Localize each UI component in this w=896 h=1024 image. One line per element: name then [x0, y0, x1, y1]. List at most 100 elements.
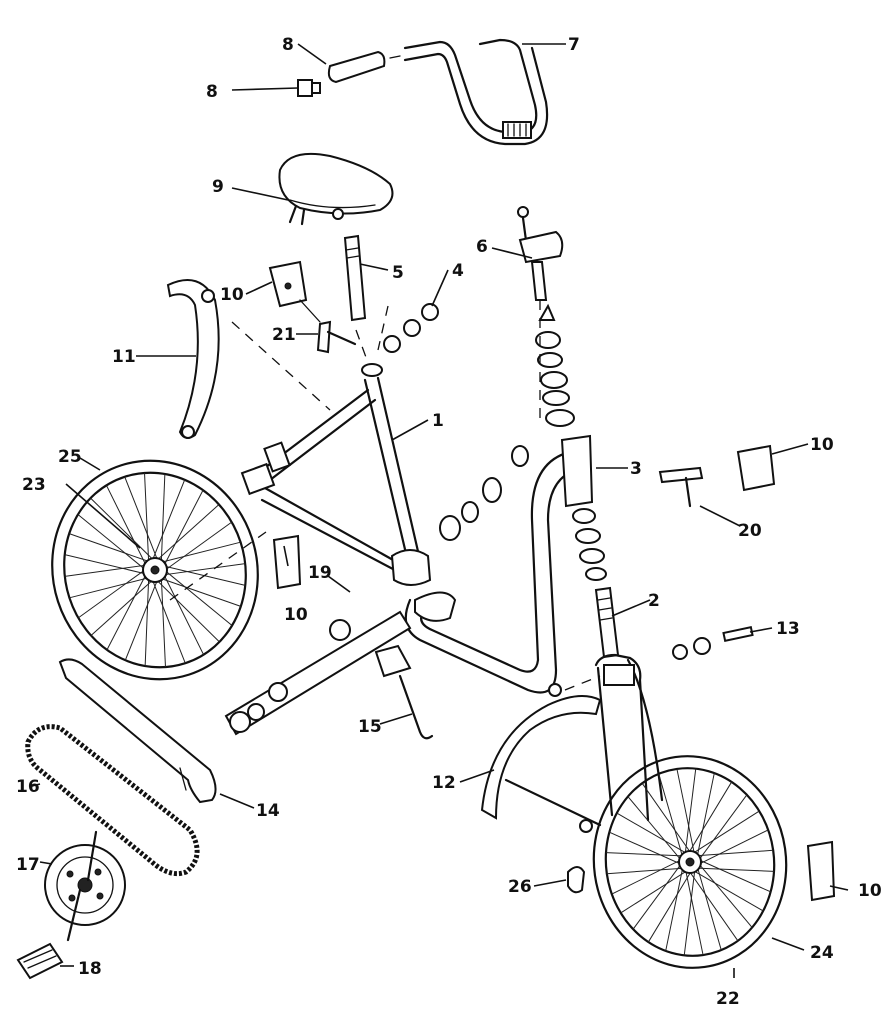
head-tube [560, 434, 594, 508]
wheel-spoke [611, 856, 687, 895]
wheel-spoke [157, 564, 233, 626]
wheel-spoke [647, 863, 697, 943]
callout-20: 20 [738, 521, 762, 541]
chain-guard [58, 658, 217, 804]
wheel-spoke [144, 472, 150, 571]
callout-3: 3 [630, 459, 642, 479]
wheel-spoke [106, 566, 151, 651]
callout-10-front-reflector: 10 [810, 435, 834, 455]
main-frame [240, 363, 577, 694]
wheel-spoke [159, 489, 204, 574]
wheel-spoke [683, 768, 697, 863]
rear-reflector [268, 260, 321, 323]
wheel-spoke [160, 569, 166, 668]
assembly-guide-lines [169, 300, 601, 691]
wheel-spoke [69, 575, 158, 599]
wheel-spoke [124, 571, 162, 661]
handlebar-grip [327, 50, 401, 84]
crank-arm [224, 610, 412, 736]
front-reflector [736, 444, 776, 492]
callout-15: 15 [358, 717, 382, 737]
wheel-spoke [152, 541, 241, 565]
grip-end-plug [297, 79, 321, 97]
wheel-spoke [160, 473, 166, 571]
headset-bearing-set [535, 303, 607, 581]
handlebar [403, 38, 549, 146]
wheel-spoke [158, 521, 233, 576]
callout-6: 6 [476, 237, 488, 257]
wheel-spoke [148, 479, 186, 569]
callout-17: 17 [16, 855, 40, 875]
callout-7: 7 [568, 35, 580, 55]
callout-13: 13 [776, 619, 800, 639]
callout-5: 5 [392, 263, 404, 283]
wheel-spoke [632, 858, 686, 930]
wheel-spoke [616, 812, 693, 857]
seat-clamp [316, 320, 357, 354]
wheel-spoke [105, 485, 151, 574]
wheel-spoke [658, 773, 686, 866]
wheel-spoke [683, 864, 704, 956]
seat-post [343, 234, 367, 322]
wheel-spoke [692, 856, 753, 928]
wheel-spoke [150, 574, 220, 643]
wheel-spoke [144, 569, 150, 667]
front-fork [594, 586, 664, 822]
wheel-spoke [153, 575, 241, 607]
wheel-spoke [687, 867, 764, 912]
wheel-spoke [606, 867, 693, 875]
reflector-bracket [658, 466, 704, 508]
chainring [44, 830, 126, 942]
wheel-spoke [155, 563, 246, 586]
callout-11: 11 [112, 347, 136, 367]
callout-8-plug: 8 [206, 82, 218, 102]
wheel-spoke [159, 566, 205, 655]
wheel-spoke [620, 865, 695, 914]
pedal [16, 942, 64, 980]
wheel-spoke [605, 852, 690, 857]
wheel-spoke [685, 810, 760, 859]
wheel-spoke [155, 563, 246, 577]
callout-10-spoke-rear: 10 [284, 605, 308, 625]
callout-10-spoke-front: 10 [858, 881, 882, 901]
callout-24: 24 [810, 943, 834, 963]
callout-19: 19 [308, 563, 332, 583]
wheel-spoke [641, 782, 695, 858]
rear-fender [166, 279, 220, 439]
callout-10-rear-reflector: 10 [220, 285, 244, 305]
spoke-reflector-front [806, 840, 836, 902]
callout-25: 25 [58, 447, 82, 467]
callout-leaders [31, 43, 849, 978]
wheel-spoke [693, 829, 769, 868]
axle-bolt-set [672, 625, 754, 660]
wheel-spoke [687, 849, 774, 857]
wheel-spoke [627, 796, 688, 868]
wheel-spoke [64, 563, 155, 577]
wheel-spoke [683, 781, 733, 861]
wheel-spoke [683, 861, 697, 956]
callout-14: 14 [256, 801, 280, 821]
callout-21: 21 [272, 325, 296, 345]
wheel-spoke [676, 768, 697, 860]
callout-1: 1 [432, 411, 444, 431]
wheel-spoke [90, 573, 160, 636]
wheel-spoke [609, 831, 690, 869]
wheel-spoke [690, 867, 775, 872]
wheel-spoke [695, 772, 715, 863]
wheel-spoke [150, 504, 220, 567]
handlebar-stem [517, 206, 564, 301]
front-wheel [592, 755, 788, 969]
callout-26: 26 [508, 877, 532, 897]
wheel-spoke [694, 858, 722, 951]
callout-16: 16 [16, 777, 40, 797]
wheel-spoke [77, 564, 152, 619]
wheel-spoke [694, 794, 748, 866]
callout-4: 4 [452, 261, 464, 281]
callout-8-grip: 8 [282, 35, 294, 55]
saddle [278, 152, 394, 226]
callout-9: 9 [212, 177, 224, 197]
wheel-spoke [124, 476, 162, 569]
callout-22: 22 [716, 989, 740, 1009]
callout-2: 2 [648, 591, 660, 611]
